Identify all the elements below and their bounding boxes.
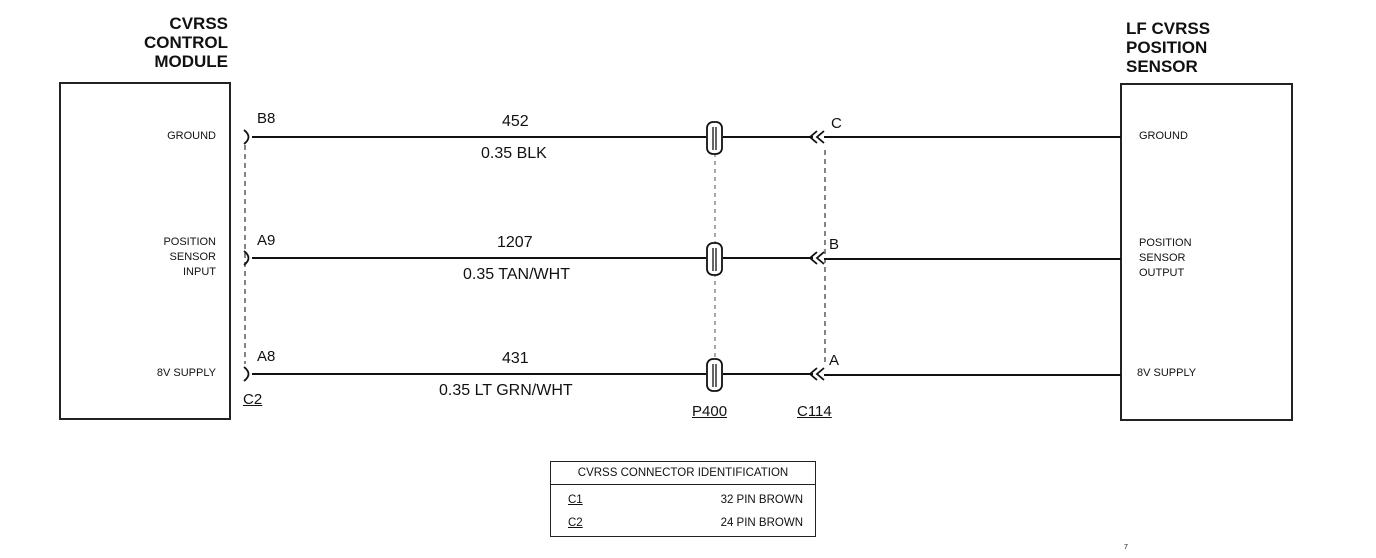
pin-label-line: OUTPUT xyxy=(1139,267,1185,279)
control-module-title-line: CONTROL xyxy=(143,33,228,52)
pin-label-line: POSITION xyxy=(163,236,216,248)
cavity-a8: A8 xyxy=(257,348,276,365)
control-module-title-line: CVRSS xyxy=(169,14,228,33)
pin-label-line: 8V SUPPLY xyxy=(1137,367,1197,379)
pin-label-line: POSITION xyxy=(1139,237,1192,249)
wire-8v-supply xyxy=(243,358,1121,392)
sensor-title-line: LF CVRSS xyxy=(1126,19,1211,38)
table-row-description: 32 PIN BROWN xyxy=(720,494,803,506)
wire-ground xyxy=(243,121,1121,155)
module-pin-label-8v-supply: 8V SUPPLY xyxy=(157,366,216,381)
table-row: C2 24 PIN BROWN xyxy=(551,511,815,535)
circuit-number-ground: 452 xyxy=(502,113,529,130)
table-row: C1 32 PIN BROWN xyxy=(551,488,815,512)
wire-spec-ground: 0.35 BLK xyxy=(481,145,547,162)
cavity-a9: A9 xyxy=(257,232,276,249)
circuit-number-position: 1207 xyxy=(497,234,533,251)
connector-label-c2: C2 xyxy=(243,391,263,408)
sensor-pin-label-8v-supply: 8V SUPPLY xyxy=(1137,366,1196,381)
module-pin-label-position-input: POSITION SENSOR INPUT xyxy=(163,235,216,280)
cavity-b8: B8 xyxy=(257,110,276,127)
wire-spec-supply: 0.35 LT GRN/WHT xyxy=(439,382,573,399)
circuit-number-supply: 431 xyxy=(502,350,529,367)
sensor-pin-label-ground: GROUND xyxy=(1139,129,1188,144)
connector-label-p400: P400 xyxy=(692,403,728,420)
table-row-description: 24 PIN BROWN xyxy=(720,517,803,529)
connector-identification-table: CVRSS CONNECTOR IDENTIFICATION C1 32 PIN… xyxy=(550,461,816,537)
control-module-title-line: MODULE xyxy=(154,52,228,71)
sensor-box xyxy=(1120,83,1293,421)
pin-label-line: INPUT xyxy=(183,266,216,278)
cavity-a: A xyxy=(829,352,840,369)
connector-label-c114: C114 xyxy=(797,403,832,420)
sensor-title-line: SENSOR xyxy=(1126,57,1198,76)
pin-label-line: GROUND xyxy=(1139,130,1188,142)
table-row-id: C1 xyxy=(568,494,583,506)
table-row-id: C2 xyxy=(568,517,583,529)
page-mark: 7 xyxy=(1124,544,1128,551)
pin-label-line: SENSOR xyxy=(1139,252,1186,264)
cavity-b: B xyxy=(829,236,840,253)
wire-spec-position: 0.35 TAN/WHT xyxy=(463,266,570,283)
pin-label-line: GROUND xyxy=(167,130,216,142)
wire-position-sensor xyxy=(243,242,1121,276)
pin-label-line: 8V SUPPLY xyxy=(156,367,216,379)
sensor-title-line: POSITION xyxy=(1126,38,1208,57)
pin-label-line: SENSOR xyxy=(169,251,216,263)
sensor-pin-label-position-output: POSITION SENSOR OUTPUT xyxy=(1139,236,1192,281)
sensor-title: LF CVRSS POSITION SENSOR xyxy=(1126,19,1210,76)
cavity-c: C xyxy=(831,115,842,132)
module-pin-label-ground: GROUND xyxy=(167,129,216,144)
control-module-title: CVRSS CONTROL MODULE xyxy=(144,14,228,71)
table-title: CVRSS CONNECTOR IDENTIFICATION xyxy=(551,462,815,485)
control-module-box xyxy=(59,82,231,420)
